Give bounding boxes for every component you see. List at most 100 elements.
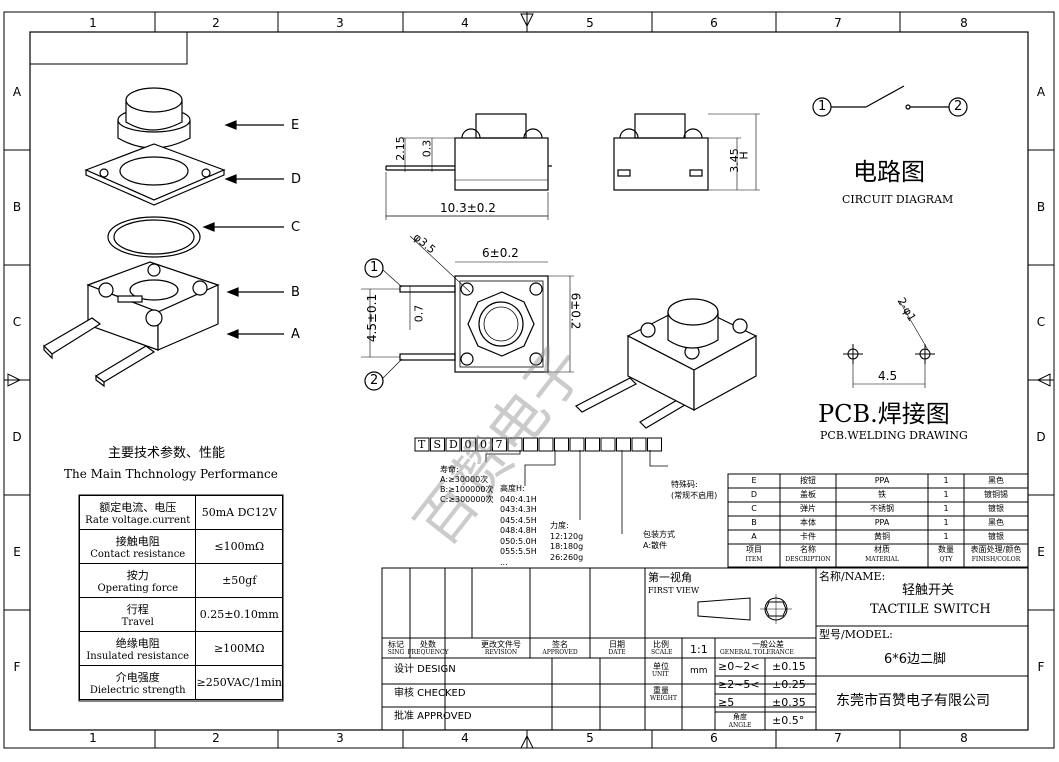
pin-1-label: 1	[370, 260, 379, 275]
bom-cell: D	[750, 490, 758, 499]
spec-name-en: Insulated resistance	[86, 651, 190, 662]
revision-header-en: FREQUENCY	[407, 649, 449, 656]
revision-header-cn: 标记	[388, 640, 404, 649]
border-letter-left-A: A	[13, 85, 22, 99]
weight-cn: 重量	[653, 686, 669, 695]
unit-en: UNIT	[652, 671, 669, 678]
part-number-box	[523, 437, 538, 452]
tolerance-cn: 一般公差	[752, 640, 784, 649]
special-options: 特殊码: (常规不启用)	[671, 480, 717, 501]
bom-cell: 黄铜	[874, 532, 890, 541]
special-title: 特殊码:	[671, 480, 698, 489]
tolerance-angle-en: ANGLE	[728, 722, 752, 729]
border-number-bottom-7: 7	[834, 731, 842, 745]
border-number-bottom-6: 6	[710, 731, 718, 745]
height-option: 040:4.1H	[500, 494, 537, 504]
circuit-pin-2: 2	[954, 99, 963, 114]
name-en: TACTILE SWITCH	[870, 602, 991, 617]
revision-header-cn: 更改文件号	[481, 640, 521, 649]
bom-header-en: DESCRIPTION	[785, 556, 831, 563]
bom-cell: 黑色	[988, 476, 1004, 485]
spec-name-en: Travel	[121, 617, 154, 628]
dim-0-7: 0.7	[412, 304, 426, 323]
name-label: 名称/NAME:	[819, 570, 886, 583]
tolerance-value: ±0.15	[772, 660, 806, 673]
force-title: 力度:	[550, 521, 569, 530]
dim-side-6: 6±0.2	[568, 292, 583, 330]
bom-header-en: FINISH/COLOR	[971, 556, 1021, 563]
tolerance-range: ≥5	[718, 696, 735, 709]
bom-header-cn: 名称	[800, 545, 816, 554]
bom-cell: B	[751, 518, 757, 527]
revision-header-en: SING	[387, 649, 405, 656]
spec-name-cn: 行程	[126, 603, 149, 616]
height-option: 055:5.5H	[500, 547, 537, 556]
spec-name-en: Dielectric strength	[89, 685, 186, 696]
border-number-top-7: 7	[834, 16, 842, 30]
force-option: 26:260g	[550, 552, 584, 562]
bom-cell: PPA	[874, 518, 890, 527]
force-option: 18:180g	[550, 542, 584, 551]
tolerance-range: ≥0~2<	[718, 660, 760, 673]
bom-header-en: ITEM	[745, 556, 763, 563]
bom-cell: 镀铜锡	[984, 490, 1008, 499]
exploded-label-D: D	[291, 172, 301, 187]
life-option: B:≥100000次	[440, 485, 494, 494]
title-block-frame	[381, 567, 1029, 731]
bom-cell: 本体	[800, 518, 816, 527]
pack-option: A:散件	[643, 540, 668, 550]
border-letter-right-D: D	[1036, 430, 1045, 444]
border-letter-right-E: E	[1037, 545, 1045, 559]
revision-header-cn: 处数	[420, 640, 436, 649]
performance-title-en: The Main Thchnology Performance	[64, 467, 278, 481]
part-a-terminals	[43, 317, 156, 388]
bom-header-en: QTY	[939, 556, 953, 563]
tolerance-angle-cn: 角度	[733, 713, 747, 721]
top-view	[361, 235, 574, 391]
name-cn: 轻触开关	[902, 583, 955, 598]
part-number-box	[430, 437, 445, 452]
border-number-top-1: 1	[89, 16, 97, 30]
unit-cn: 单位	[653, 662, 669, 671]
border-letter-left-F: F	[14, 660, 21, 674]
height-option: 043:4.3H	[500, 505, 537, 514]
part-number-leaders	[485, 450, 668, 534]
part-number-char: 0	[480, 438, 487, 451]
bom-header-cn: 项目	[746, 545, 762, 554]
border-number-top-5: 5	[586, 16, 594, 30]
border-number-bottom-8: 8	[960, 731, 968, 745]
dim-4-5: 4.5±0.1	[365, 293, 380, 343]
part-number-char: D	[449, 438, 458, 451]
border-number-bottom-5: 5	[586, 731, 594, 745]
border-letter-right-A: A	[1037, 85, 1046, 99]
part-number-box	[569, 437, 585, 452]
border-letter-left-D: D	[12, 430, 21, 444]
part-number-box	[616, 437, 631, 452]
border-number-bottom-1: 1	[89, 731, 97, 745]
bom-cell: C	[751, 504, 757, 513]
bom-cell: 1	[943, 532, 949, 541]
spec-name-cn: 额定电流、电压	[99, 501, 177, 514]
part-d-cover	[84, 143, 226, 206]
border-number-top-2: 2	[212, 16, 220, 30]
dim-0-3: 0.3	[420, 139, 434, 158]
design-label: 设计 DESIGN	[394, 664, 456, 675]
part-number-box	[445, 437, 461, 452]
bom-cell: 镀银	[988, 532, 1004, 541]
first-view-cn: 第一视角	[648, 571, 692, 584]
spec-value: 50mA DC12V	[195, 495, 283, 530]
part-number-box	[600, 437, 616, 452]
border-letter-right-F: F	[1038, 660, 1045, 674]
border-letter-left-C: C	[13, 315, 21, 329]
pack-title: 包装方式	[643, 530, 675, 539]
exploded-leader-arrows	[202, 120, 284, 339]
check-label: 审核 CHECKED	[394, 688, 466, 699]
